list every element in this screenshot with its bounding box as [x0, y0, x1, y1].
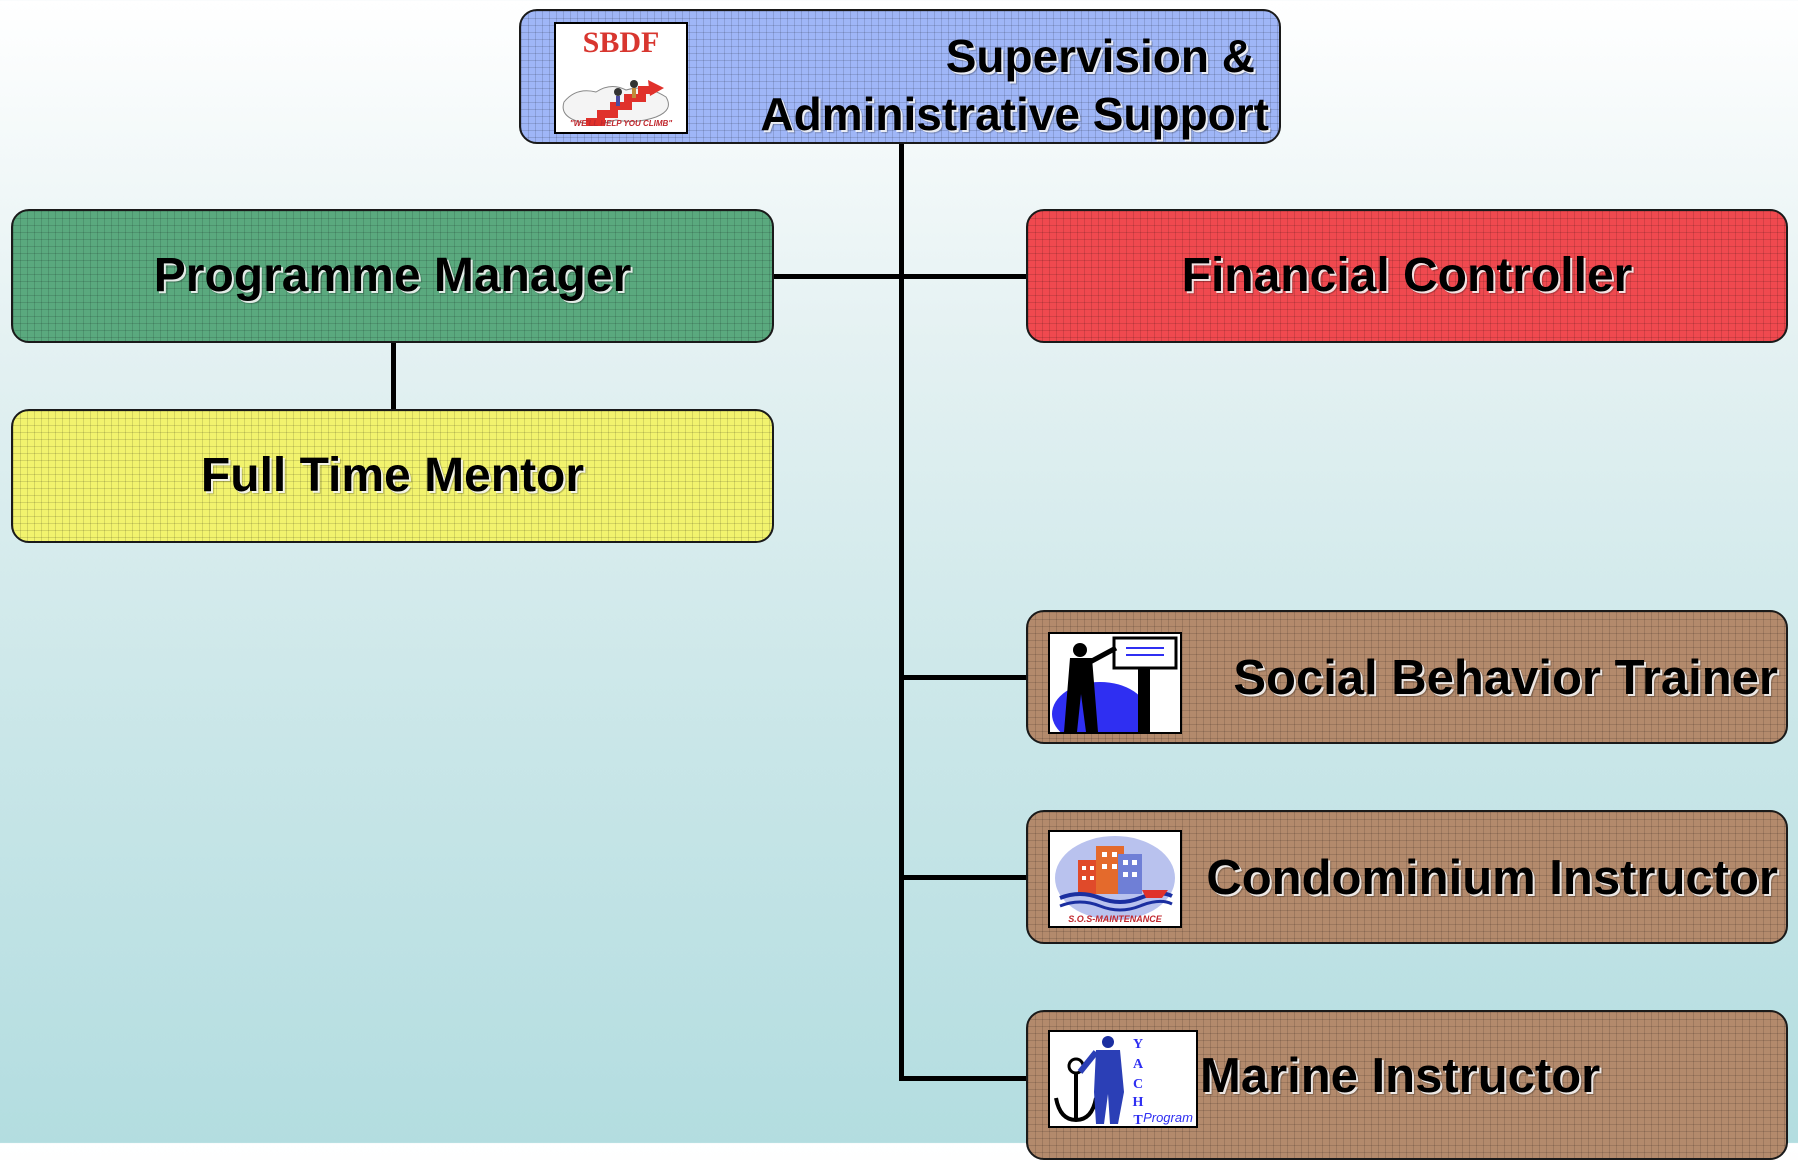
yacht-letter-a: A — [1133, 1057, 1144, 1072]
branch-full-time-mentor — [391, 343, 396, 409]
yacht-letter-y: Y — [1133, 1037, 1143, 1052]
full-time-mentor-label: Full Time Mentor — [200, 448, 585, 502]
branch-marine-instructor — [901, 1076, 1026, 1081]
condominium-instructor-label: Condominium Instructor — [1206, 851, 1778, 905]
yacht-letter-t: T — [1133, 1113, 1143, 1126]
supervision-label: Supervision & Administrative Support — [760, 27, 1269, 142]
branch-condominium-instructor — [901, 875, 1026, 880]
yacht-letter-c: C — [1133, 1077, 1143, 1092]
full-time-mentor-box: Full Time Mentor — [11, 409, 774, 543]
branch-financial-controller — [901, 274, 1026, 279]
marine-instructor-box: Y A C H T Program Marine Instructor — [1026, 1010, 1788, 1160]
social-behavior-trainer-box: Social Behavior Trainer — [1026, 610, 1788, 744]
condo-maintenance-icon: S.O.S-MAINTENANCE — [1048, 830, 1182, 928]
financial-controller-label: Financial Controller — [1181, 248, 1633, 302]
yacht-program-icon: Y A C H T Program — [1048, 1030, 1198, 1128]
programme-manager-label: Programme Manager — [153, 248, 632, 302]
social-behavior-trainer-label: Social Behavior Trainer — [1233, 651, 1778, 705]
programme-manager-box: Programme Manager — [11, 209, 774, 343]
condominium-instructor-box: S.O.S-MAINTENANCE Condominium Instructor — [1026, 810, 1788, 944]
condo-icon-caption: S.O.S-MAINTENANCE — [1068, 914, 1162, 924]
sbdf-logo: SBDF "WE'LL HELP YOU CLIMB" — [554, 22, 688, 134]
logo-tagline: "WE'LL HELP YOU CLIMB" — [569, 119, 673, 128]
supervision-label-line2: Administrative Support — [760, 88, 1269, 140]
yacht-icon-caption: Program — [1143, 1110, 1193, 1125]
marine-instructor-label: Marine Instructor — [1200, 1049, 1601, 1103]
yacht-letter-h: H — [1133, 1095, 1144, 1110]
supervision-label-line1: Supervision & — [945, 30, 1255, 82]
presenter-icon — [1048, 632, 1182, 734]
trunk-connector — [899, 144, 904, 1081]
logo-text: SBDF — [582, 26, 660, 59]
supervision-administrative-support-box: SBDF "WE'LL HELP YOU CLIMB" Supervision … — [519, 9, 1281, 144]
yacht-vertical-caption: Y A C H T — [1133, 1037, 1144, 1126]
financial-controller-box: Financial Controller — [1026, 209, 1788, 343]
sbdf-climb-logo-icon — [562, 80, 669, 126]
branch-programme-manager — [774, 274, 901, 279]
branch-social-behavior-trainer — [901, 675, 1026, 680]
